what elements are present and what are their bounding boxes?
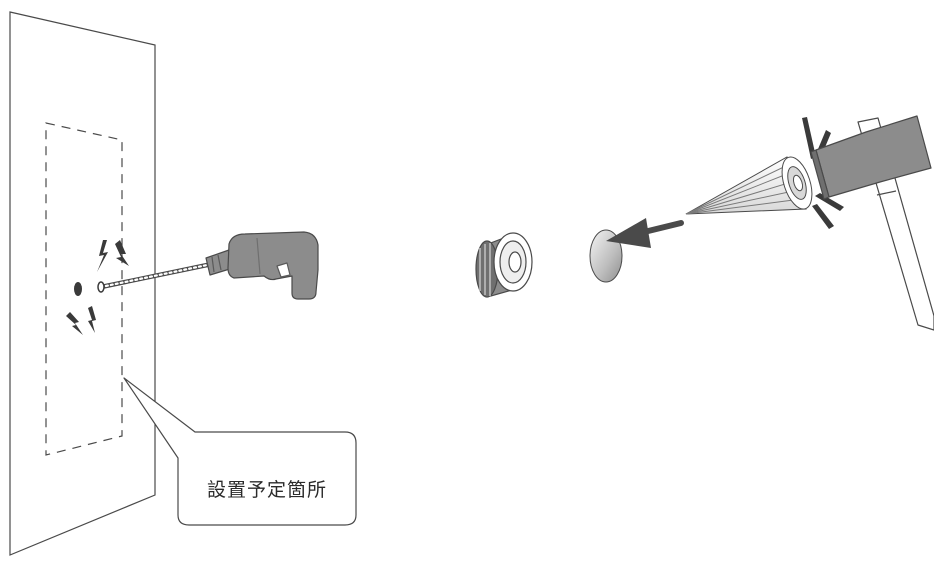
wall-panel — [9, 11, 156, 556]
insert-arrow-icon — [606, 218, 684, 248]
power-drill-icon — [205, 231, 319, 300]
planned-area-outline — [45, 122, 123, 456]
drilled-hole-icon — [74, 282, 82, 296]
drill-bit — [97, 261, 215, 293]
wall-plug-anchor-icon — [475, 232, 533, 298]
cone-punch-icon — [685, 156, 813, 215]
hole-disc — [589, 229, 623, 283]
spark-icon — [66, 240, 129, 335]
callout-bubble — [123, 377, 357, 526]
hammer-icon — [810, 115, 934, 331]
callout-label: 設置予定箇所 — [206, 478, 327, 501]
